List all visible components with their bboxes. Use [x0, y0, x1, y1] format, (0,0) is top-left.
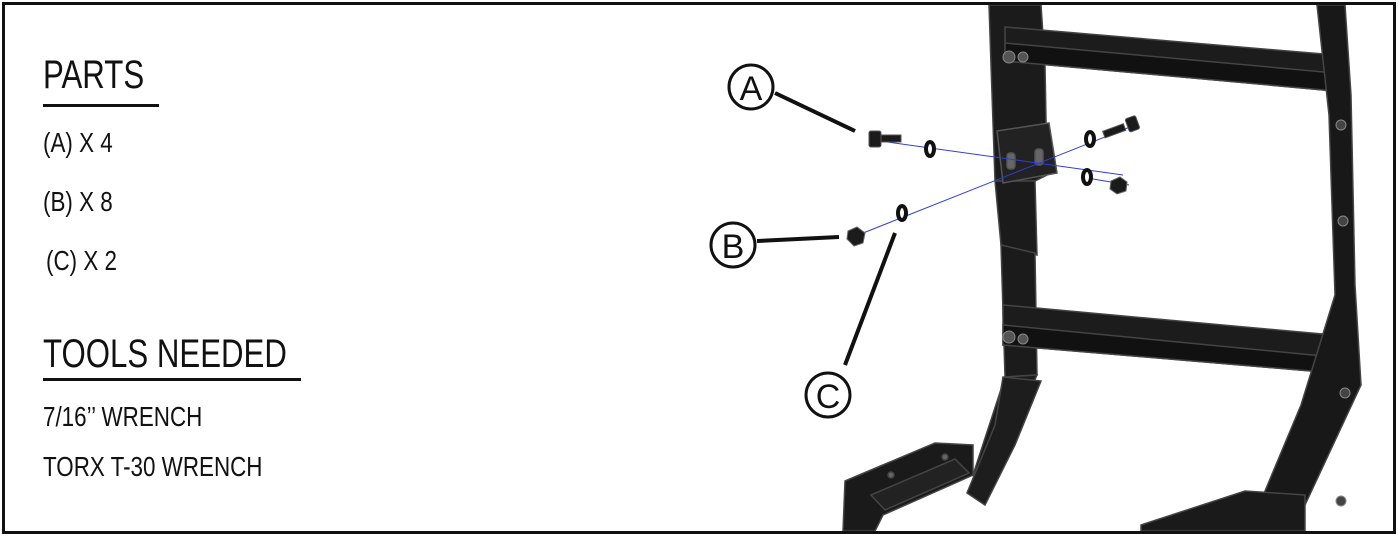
ladder-assembly-illustration: A B C — [709, 5, 1362, 531]
tools-item-wrench: 7/16’’ WRENCH — [43, 401, 203, 432]
rail-bolts-right — [1335, 119, 1351, 507]
parts-item-c: (C) X 2 — [46, 245, 117, 276]
tools-item-torx: TORX T-30 WRENCH — [43, 451, 263, 482]
ladder-foot-step-left — [842, 442, 974, 531]
callout-c: C — [804, 371, 852, 419]
callout-c-label: C — [816, 378, 841, 416]
bolt-a-right — [1102, 115, 1140, 139]
ladder-top-crossbar — [1004, 26, 1336, 92]
nuts — [846, 176, 1128, 247]
callout-leaders — [756, 91, 897, 366]
bolt-a-left — [868, 130, 902, 148]
washers — [896, 130, 1096, 222]
tools-heading-underline — [43, 378, 301, 381]
callout-a: A — [727, 63, 775, 111]
parts-heading: PARTS — [43, 53, 145, 97]
parts-heading-underline — [43, 104, 159, 107]
rail-bolts-left — [1002, 50, 1029, 345]
ladder-foot-step-right — [1140, 490, 1306, 531]
callout-b: B — [709, 221, 757, 269]
parts-item-a: (A) X 4 — [43, 127, 113, 158]
ladder-lower-connector — [966, 376, 1043, 507]
ladder-bracket-plate — [996, 122, 1058, 184]
ladder-middle-crossbar — [1002, 304, 1336, 374]
callout-b-label: B — [722, 228, 745, 266]
parts-item-b: (B) X 8 — [43, 186, 113, 217]
callout-a-label: A — [740, 70, 763, 108]
tools-heading: TOOLS NEEDED — [43, 332, 287, 376]
